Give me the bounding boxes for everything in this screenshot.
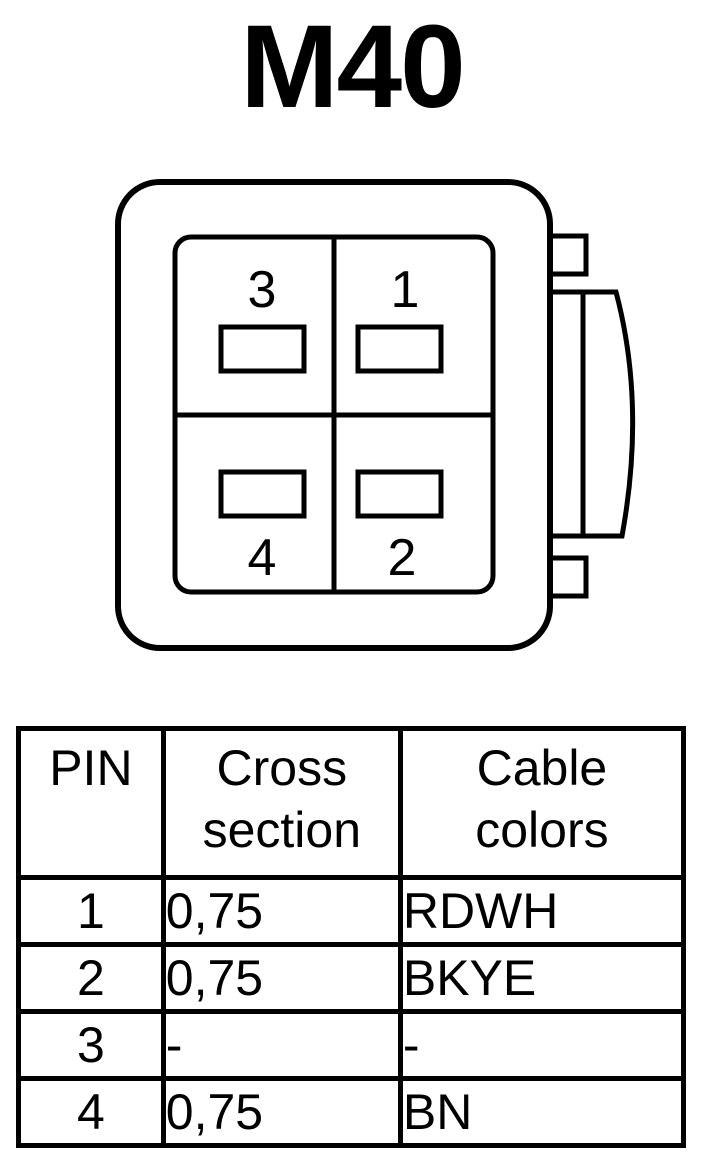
header-cable-colors-line1: Cable — [476, 740, 608, 796]
table-row: 3 - - — [16, 1009, 687, 1081]
cell-cable-color: RDWH — [397, 875, 687, 947]
cell-cross-section: 0,75 — [160, 1076, 403, 1148]
cell-pin: 2 — [16, 942, 166, 1014]
header-cross-section: Cross section — [160, 726, 403, 880]
cell-cable-color: - — [397, 1009, 687, 1081]
cell-cable-color: BN — [397, 1076, 687, 1148]
table-row: 1 0,75 RDWH — [16, 875, 687, 947]
cell-cable-color: BKYE — [397, 942, 687, 1014]
connector-face-diagram: 3 1 4 2 — [115, 179, 636, 651]
latch-body — [550, 289, 636, 539]
table-header-row: PIN Cross section Cable colors — [16, 726, 687, 880]
header-cross-section-line2: section — [202, 802, 362, 858]
header-pin: PIN — [16, 726, 166, 880]
pin-label-4: 4 — [248, 529, 277, 587]
cell-cross-section: 0,75 — [160, 942, 403, 1014]
table-row: 4 0,75 BN — [16, 1076, 687, 1148]
connector-title: M40 — [240, 1, 466, 133]
connector-housing — [115, 179, 553, 651]
header-cable-colors: Cable colors — [397, 726, 687, 880]
header-cable-colors-line2: colors — [475, 802, 609, 858]
pin-contact-2 — [355, 469, 444, 519]
pin-label-1: 1 — [391, 261, 420, 319]
pin-contact-3 — [218, 324, 307, 374]
pin-label-2: 2 — [388, 529, 417, 587]
pin-label-3: 3 — [248, 261, 277, 319]
pin-contact-4 — [218, 469, 307, 519]
table-row: 2 0,75 BKYE — [16, 942, 687, 1014]
latch-tab-bottom — [547, 555, 589, 599]
cell-pin: 4 — [16, 1076, 166, 1148]
cell-pin: 1 — [16, 875, 166, 947]
latch-tab-top — [547, 233, 589, 277]
header-cross-section-line1: Cross — [216, 740, 348, 796]
pin-contact-1 — [355, 324, 444, 374]
cell-cross-section: - — [160, 1009, 403, 1081]
cell-pin: 3 — [16, 1009, 166, 1081]
pin-assignment-table: PIN Cross section Cable colors 1 0,75 RD… — [16, 726, 687, 1148]
cell-cross-section: 0,75 — [160, 875, 403, 947]
